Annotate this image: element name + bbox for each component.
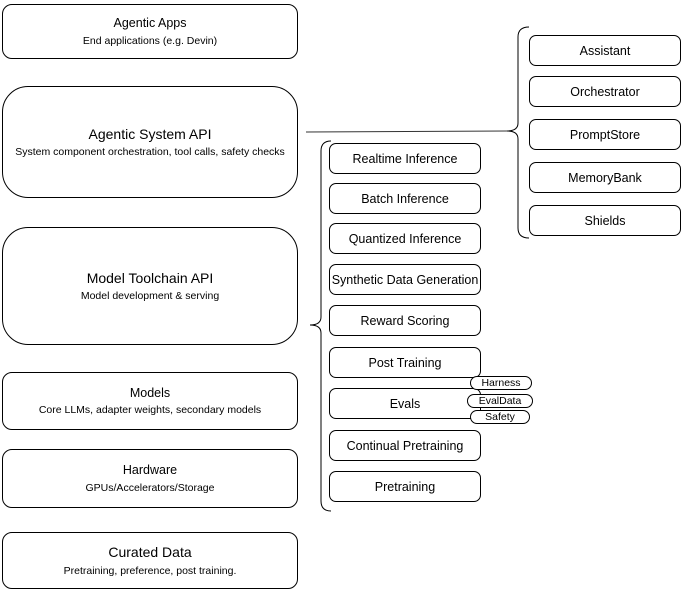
node-shields: Shields bbox=[529, 205, 681, 236]
node-label: Orchestrator bbox=[570, 84, 640, 99]
node-hardware: Hardware GPUs/Accelerators/Storage bbox=[2, 449, 298, 508]
node-subtitle: End applications (e.g. Devin) bbox=[82, 34, 218, 47]
node-title: Models bbox=[129, 385, 171, 400]
brace-system-components bbox=[506, 26, 530, 239]
node-title: Model Toolchain API bbox=[86, 269, 214, 286]
node-quantized-inference: Quantized Inference bbox=[329, 223, 481, 254]
node-models: Models Core LLMs, adapter weights, secon… bbox=[2, 372, 298, 430]
node-evals: Evals bbox=[329, 388, 481, 419]
node-curated-data: Curated Data Pretraining, preference, po… bbox=[2, 532, 298, 589]
node-model-toolchain-api: Model Toolchain API Model development & … bbox=[2, 227, 298, 345]
node-label: Synthetic Data Generation bbox=[331, 272, 479, 287]
pill-evaldata: EvalData bbox=[467, 394, 533, 408]
pill-label: EvalData bbox=[478, 395, 522, 407]
node-title: Agentic System API bbox=[88, 125, 212, 142]
node-label: Continual Pretraining bbox=[346, 438, 464, 453]
node-title: Hardware bbox=[122, 463, 178, 478]
node-batch-inference: Batch Inference bbox=[329, 183, 481, 214]
node-continual-pretraining: Continual Pretraining bbox=[329, 430, 481, 461]
node-assistant: Assistant bbox=[529, 35, 681, 66]
node-synthetic-data-generation: Synthetic Data Generation bbox=[329, 264, 481, 295]
node-label: Evals bbox=[389, 396, 421, 411]
node-orchestrator: Orchestrator bbox=[529, 76, 681, 107]
node-subtitle: System component orchestration, tool cal… bbox=[15, 146, 285, 159]
node-label: Quantized Inference bbox=[348, 231, 462, 246]
node-agentic-system-api: Agentic System API System component orch… bbox=[2, 86, 298, 198]
node-reward-scoring: Reward Scoring bbox=[329, 305, 481, 336]
node-label: Realtime Inference bbox=[352, 151, 458, 166]
node-subtitle: Model development & serving bbox=[80, 290, 220, 303]
connector-line-system-api bbox=[305, 130, 508, 133]
node-title: Curated Data bbox=[108, 544, 192, 561]
node-agentic-apps: Agentic Apps End applications (e.g. Devi… bbox=[2, 4, 298, 59]
brace-toolchain bbox=[309, 140, 332, 512]
pill-label: Harness bbox=[481, 377, 521, 389]
node-label: MemoryBank bbox=[568, 170, 642, 185]
node-label: PromptStore bbox=[569, 127, 641, 142]
node-subtitle: GPUs/Accelerators/Storage bbox=[85, 481, 215, 494]
node-label: Post Training bbox=[368, 355, 442, 370]
pill-safety: Safety bbox=[470, 410, 530, 424]
node-label: Assistant bbox=[579, 43, 631, 58]
node-label: Pretraining bbox=[374, 479, 436, 494]
node-memorybank: MemoryBank bbox=[529, 162, 681, 193]
pill-harness: Harness bbox=[470, 376, 532, 390]
node-pretraining: Pretraining bbox=[329, 471, 481, 502]
node-post-training: Post Training bbox=[329, 347, 481, 378]
node-promptstore: PromptStore bbox=[529, 119, 681, 150]
node-label: Batch Inference bbox=[361, 191, 449, 206]
node-subtitle: Core LLMs, adapter weights, secondary mo… bbox=[38, 404, 262, 417]
node-realtime-inference: Realtime Inference bbox=[329, 143, 481, 174]
pill-label: Safety bbox=[485, 411, 515, 423]
node-subtitle: Pretraining, preference, post training. bbox=[63, 564, 237, 577]
node-title: Agentic Apps bbox=[113, 16, 187, 31]
node-label: Shields bbox=[584, 213, 626, 228]
node-label: Reward Scoring bbox=[360, 313, 450, 328]
